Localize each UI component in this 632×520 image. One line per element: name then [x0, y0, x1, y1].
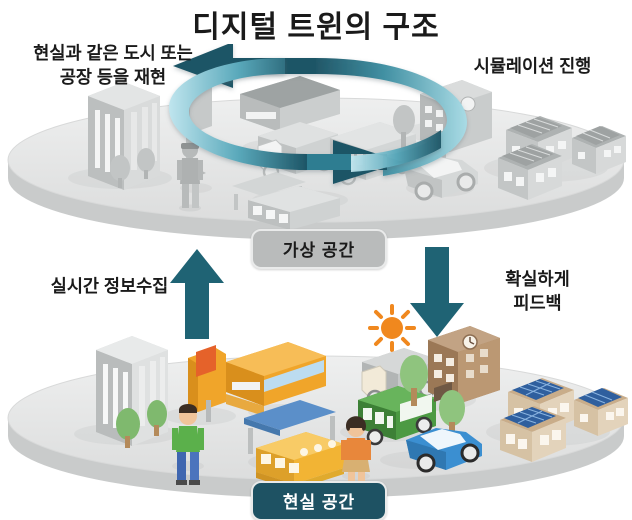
- virtual-space-scene: [7, 76, 626, 240]
- badge-real-space: 현실 공간: [251, 481, 387, 520]
- solar-panel: [504, 407, 556, 428]
- real-school-trees: [400, 355, 465, 438]
- real-solar-houses: [500, 378, 628, 462]
- virtual-tram-station: [232, 172, 340, 230]
- label-reproduce: 현실과 같은 도시 또는 공장 등을 재현: [33, 43, 193, 87]
- page-title: 디지털 트윈의 구조: [192, 11, 440, 44]
- solar-panel: [510, 117, 562, 138]
- arrow-up-real-to-virtual: [170, 249, 224, 339]
- arrow-down-virtual-to-real: [410, 247, 464, 337]
- solar-panel: [502, 145, 554, 166]
- badge-virtual-space: 가상 공간: [251, 229, 387, 269]
- real-school-building: [428, 326, 500, 426]
- solar-panel: [578, 388, 622, 407]
- real-tram-station: [244, 400, 344, 490]
- label-simulation: 시뮬레이션 진행: [473, 56, 592, 76]
- label-feedback: 확실하게 피드백: [505, 269, 570, 313]
- label-realtime-collect: 실시간 정보수집: [50, 276, 169, 296]
- solar-panel: [512, 379, 564, 400]
- virtual-vr-person: [177, 142, 203, 212]
- real-person-man: [172, 404, 204, 485]
- solar-panel: [576, 126, 620, 145]
- virtual-warehouse: [240, 76, 340, 132]
- real-blue-car: [406, 428, 482, 473]
- sun-icon: [368, 304, 416, 352]
- virtual-solar-houses: [498, 116, 626, 200]
- cycle-arrow: [169, 44, 467, 184]
- real-orange-store: [188, 342, 326, 422]
- virtual-office-tower: [88, 82, 160, 190]
- real-trees: [116, 400, 167, 448]
- real-space-scene: [7, 304, 628, 498]
